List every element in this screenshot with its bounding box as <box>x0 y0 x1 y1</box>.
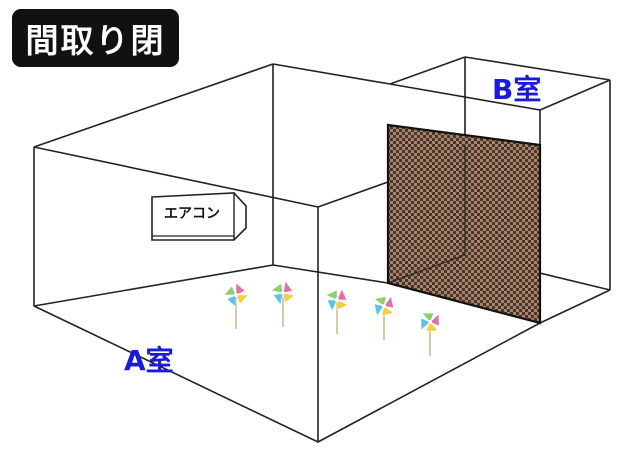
room-b-floor-right <box>539 289 611 324</box>
ceiling-front-edge <box>317 181 389 208</box>
pinwheel-icon <box>373 295 395 340</box>
room-a-front-edges <box>33 147 319 443</box>
pinwheel-icon <box>270 280 296 327</box>
room-a-top-left-edge <box>33 63 274 148</box>
pinwheel-group <box>223 280 440 356</box>
room-b-top-left <box>389 56 466 85</box>
pinwheel-icon <box>223 282 249 329</box>
floor-front-edge <box>317 322 541 443</box>
room-a-label: A室 <box>124 344 174 377</box>
air-conditioner-label: エアコン <box>164 206 220 222</box>
pinwheel-icon <box>420 312 440 356</box>
room-b-top-right <box>539 79 611 111</box>
room-b-ceiling-edge <box>389 83 541 111</box>
checkered-partition <box>386 123 542 325</box>
floor-back-edge <box>272 264 389 284</box>
room-b-label: B室 <box>492 73 542 106</box>
ceiling-back-edge <box>272 63 391 85</box>
room-b-top-back <box>464 56 611 81</box>
page-title: 間取り閉 <box>12 9 179 67</box>
room-a-floor-back-edge <box>33 264 274 307</box>
air-conditioner-icon <box>151 192 247 241</box>
pinwheel-icon <box>325 288 349 334</box>
room-a-top-front-edge <box>33 146 319 208</box>
